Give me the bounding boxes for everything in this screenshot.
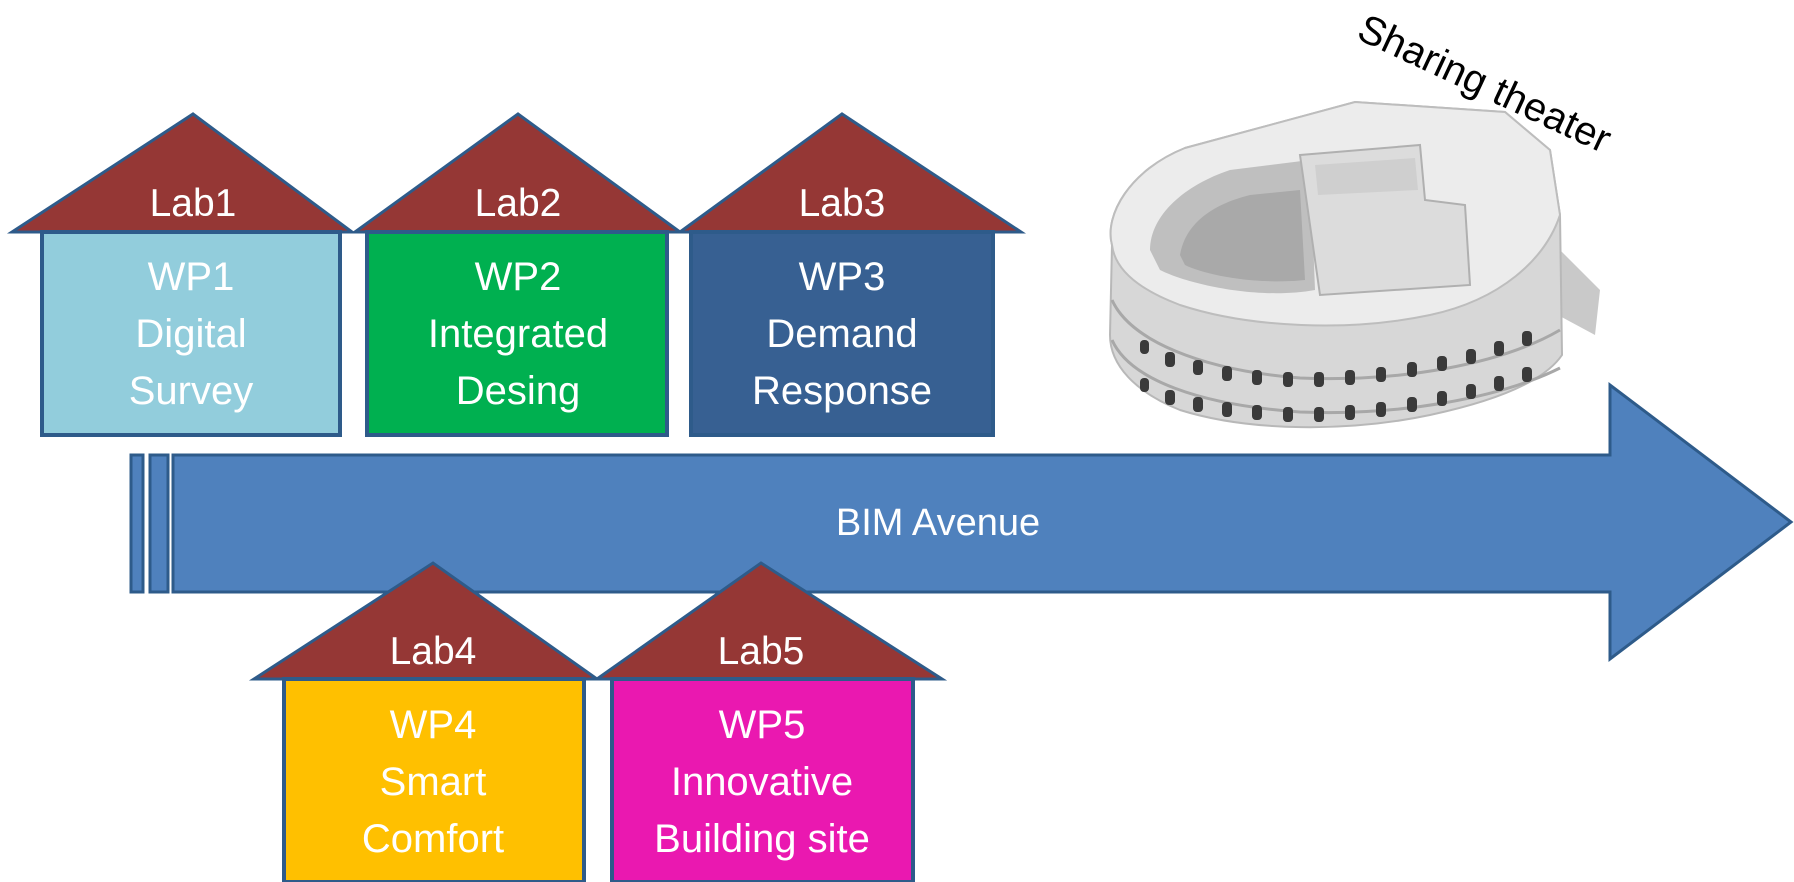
wp-line-3: Response bbox=[752, 369, 932, 413]
wp-line-1: WP4 bbox=[390, 703, 477, 747]
house-body bbox=[40, 230, 342, 437]
wp-line-2: Innovative bbox=[671, 760, 853, 804]
lab-house-5: Lab5 WP5 Innovative Building site bbox=[592, 561, 948, 882]
lab-roof-label: Lab2 bbox=[475, 182, 562, 225]
wp-line-2: Integrated bbox=[428, 312, 608, 356]
arcade-line-upper bbox=[1110, 299, 1561, 381]
wp-line-1: WP1 bbox=[148, 255, 235, 299]
lab-house-4: Lab4 WP4 Smart Comfort bbox=[248, 561, 602, 882]
lab-roof-label: Lab5 bbox=[718, 630, 805, 673]
bim-avenue-arrow: BIM Avenue bbox=[129, 381, 1794, 663]
theater-illustration bbox=[1108, 100, 1600, 429]
theater-seating bbox=[1180, 190, 1305, 282]
arrow-tail-stripe-2 bbox=[148, 453, 170, 594]
lab-house-3: Lab3 WP3 Demand Response bbox=[675, 112, 1027, 437]
house-body bbox=[282, 677, 586, 882]
wp-line-3: Building site bbox=[654, 817, 870, 861]
wp-line-2: Digital bbox=[135, 312, 246, 356]
lab-roof-label: Lab1 bbox=[150, 182, 237, 225]
house-body bbox=[610, 677, 915, 882]
wp-line-3: Desing bbox=[456, 369, 581, 413]
house-body bbox=[689, 230, 995, 437]
wp-line-3: Survey bbox=[129, 369, 254, 413]
wp-line-1: WP3 bbox=[799, 255, 886, 299]
arcade-line-lower bbox=[1110, 339, 1561, 415]
theater-arches bbox=[1140, 331, 1532, 422]
avenue-label: BIM Avenue bbox=[836, 502, 1040, 544]
lab-roof-label: Lab3 bbox=[799, 182, 886, 225]
wp-line-2: Demand bbox=[766, 312, 917, 356]
lab-house-2: Lab2 WP2 Integrated Desing bbox=[350, 112, 685, 437]
wp-line-1: WP2 bbox=[475, 255, 562, 299]
lab-roof-label: Lab4 bbox=[390, 630, 477, 673]
lab-house-1: Lab1 WP1 Digital Survey bbox=[6, 112, 357, 437]
theater-stage-front bbox=[1315, 158, 1418, 195]
arrow-tail-stripe-1 bbox=[129, 453, 145, 594]
house-body bbox=[365, 230, 669, 437]
wp-line-2: Smart bbox=[380, 760, 487, 804]
wp-line-3: Comfort bbox=[362, 817, 504, 861]
wp-line-1: WP5 bbox=[719, 703, 806, 747]
